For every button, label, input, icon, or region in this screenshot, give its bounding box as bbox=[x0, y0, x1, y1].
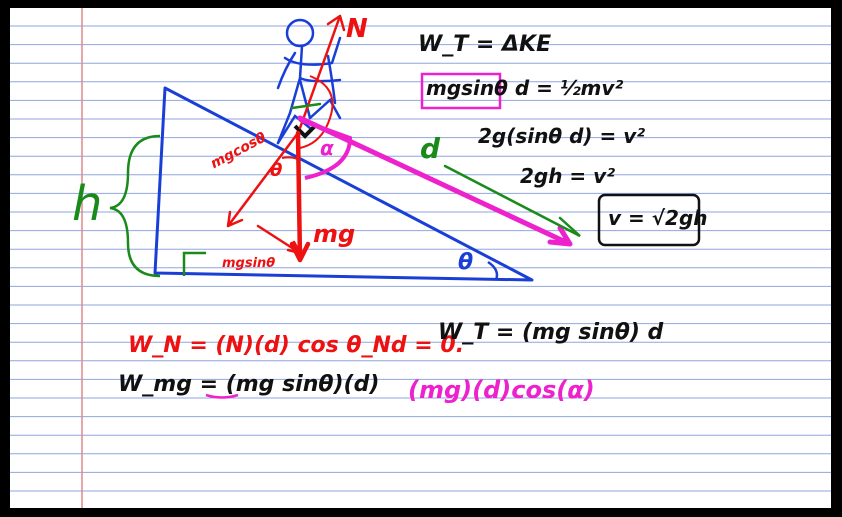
eq-work-alt: (mg)(d)cos(α) bbox=[408, 376, 595, 404]
mg-arrow bbox=[289, 130, 311, 263]
incline-diagram bbox=[109, 14, 701, 399]
theta-body-arc bbox=[281, 156, 301, 161]
ruled-lines bbox=[10, 8, 831, 508]
label-mgsin: mgsinθ bbox=[222, 256, 276, 271]
red-dashed-curve bbox=[299, 75, 334, 149]
eq-work-normal: W_N = (N)(d) cos θ_Nd = 0. bbox=[128, 333, 465, 358]
highlight-box bbox=[420, 72, 502, 110]
result-box bbox=[597, 193, 701, 247]
alpha-arc bbox=[299, 118, 353, 180]
displacement-arrow bbox=[297, 115, 573, 247]
eq-energy-balance: mgsinθ d = ½mv² bbox=[426, 76, 624, 100]
eq-result: v = √2gh bbox=[608, 206, 708, 230]
notebook-page: N mg mgcosθ mgsinθ θ θ α d h W_T = ΔKE m… bbox=[10, 8, 831, 508]
right-angle-green bbox=[182, 251, 206, 276]
skier-head bbox=[285, 18, 315, 48]
label-N: N bbox=[346, 14, 368, 44]
label-d: d bbox=[420, 132, 441, 165]
eq-work-total: W_T = (mg sinθ) d bbox=[438, 320, 664, 345]
eq-step3: 2gh = v² bbox=[520, 164, 615, 188]
right-angle-mark bbox=[293, 124, 317, 139]
underline-sin bbox=[205, 393, 239, 399]
eq-work-gravity: W_mg = (mg sinθ)(d) bbox=[118, 372, 380, 397]
h-brace bbox=[109, 134, 161, 278]
label-theta-body: θ bbox=[270, 160, 283, 181]
label-mg: mg bbox=[313, 220, 356, 248]
incline-triangle bbox=[153, 86, 534, 282]
skier-body bbox=[276, 36, 342, 145]
slope-green-line bbox=[290, 102, 581, 238]
skier-legs bbox=[276, 98, 342, 145]
label-theta-base: θ bbox=[458, 250, 474, 275]
mgcos-arrow bbox=[226, 131, 300, 228]
eq-step2: 2g(sinθ d) = v² bbox=[478, 124, 646, 148]
label-h: h bbox=[72, 176, 103, 232]
base-angle-arc bbox=[487, 260, 499, 281]
eq-work-energy: W_T = ΔKE bbox=[418, 32, 552, 57]
label-alpha: α bbox=[320, 136, 334, 160]
normal-force-arrow bbox=[298, 14, 346, 130]
